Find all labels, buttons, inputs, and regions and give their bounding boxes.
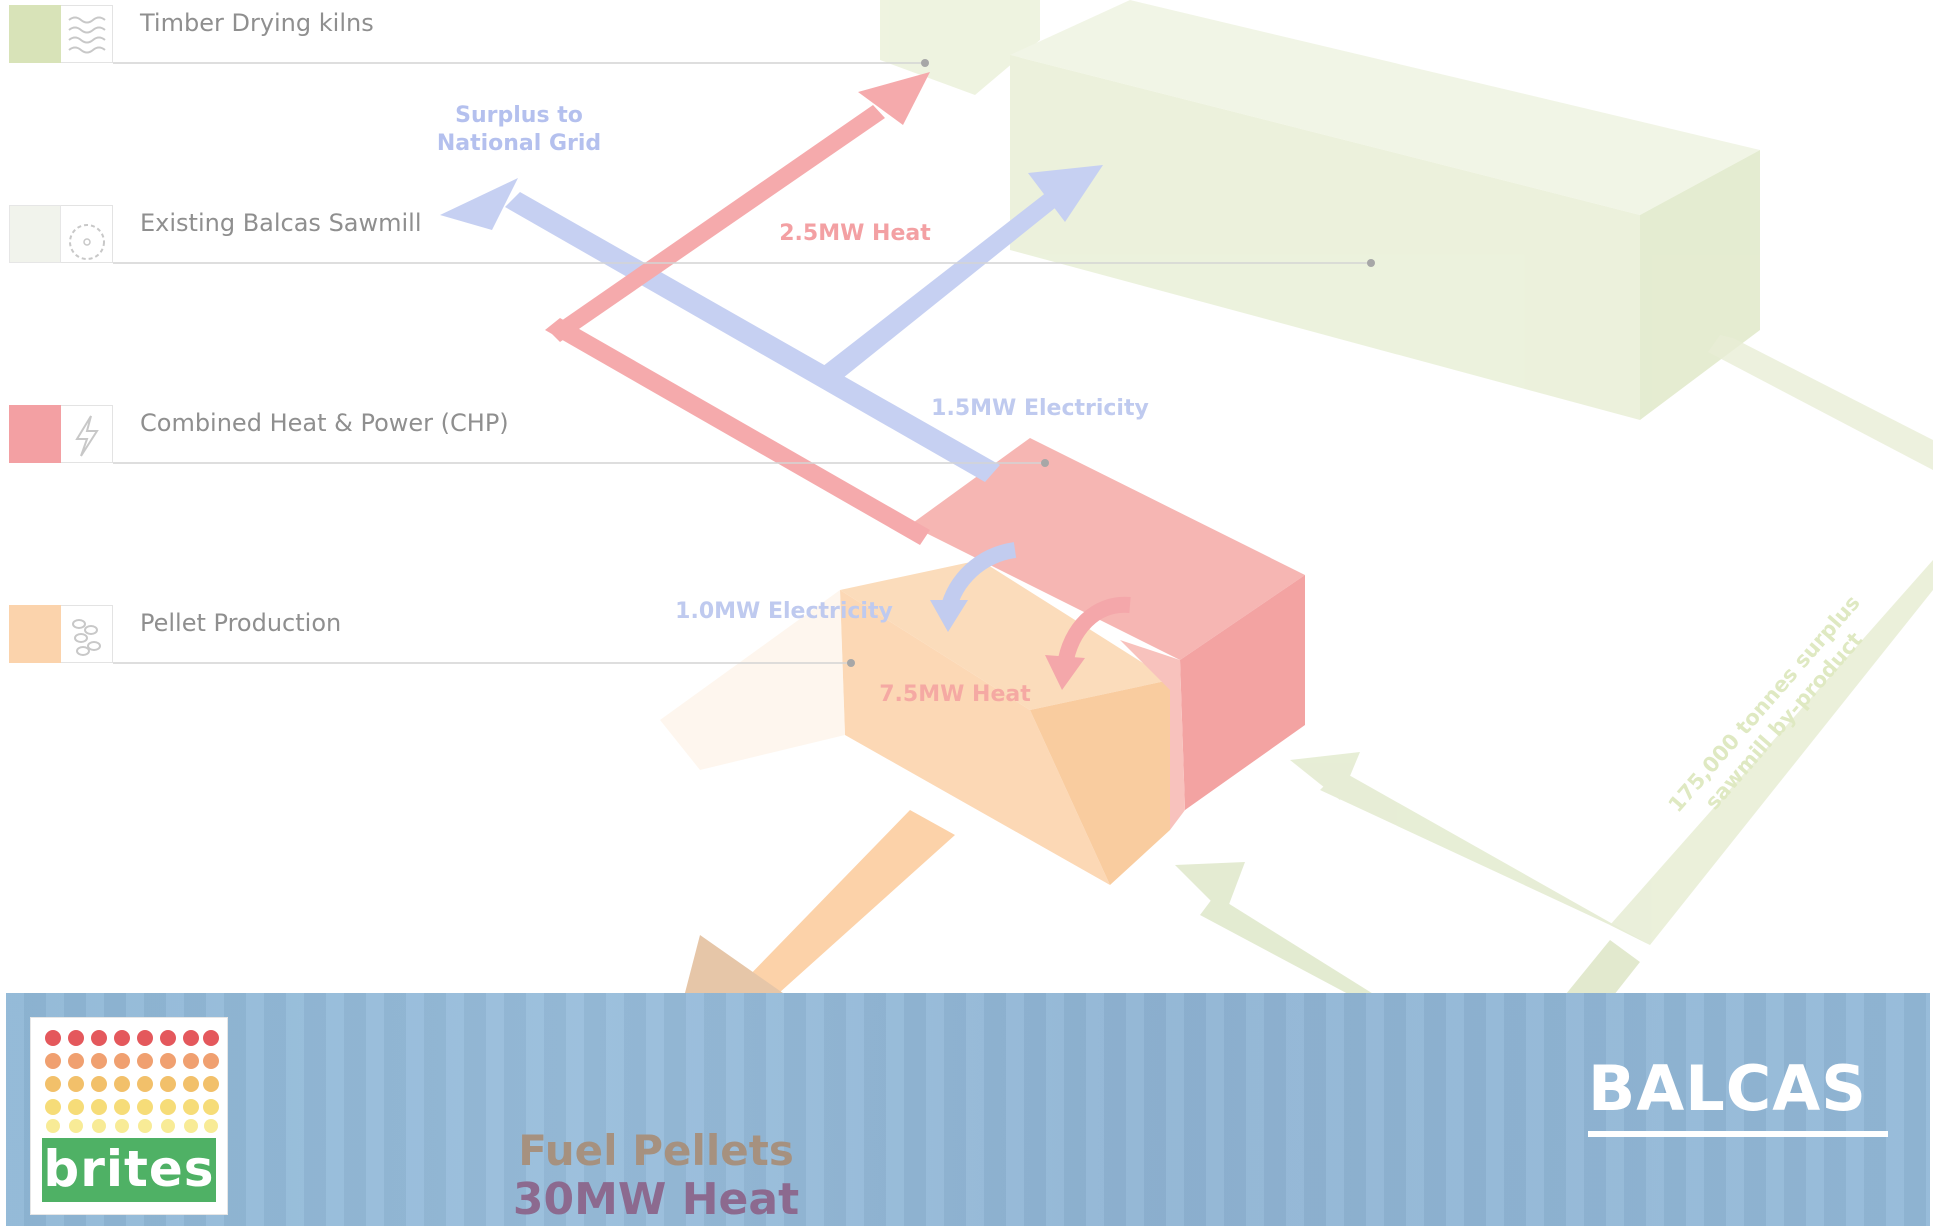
balcas-logo-underline bbox=[1588, 1131, 1888, 1137]
brites-dot-grid-icon bbox=[31, 1018, 227, 1138]
heat-to-pellet-label: 7.5MW Heat bbox=[879, 682, 1031, 707]
fuel-pellets-heat-label: 30MW Heat bbox=[506, 1175, 806, 1225]
fuel-pellets-label: Fuel Pellets bbox=[516, 1127, 796, 1175]
byproduct-label-line2: sawmill by-product bbox=[1700, 628, 1867, 815]
wavy-lines-icon bbox=[61, 5, 113, 63]
legend-label-kilns: Timber Drying kilns bbox=[140, 9, 374, 37]
saw-blade-icon bbox=[61, 205, 113, 263]
legend-swatch-pellet bbox=[9, 605, 61, 663]
legend-label-chp: Combined Heat & Power (CHP) bbox=[140, 409, 509, 437]
lightning-bolt-icon bbox=[61, 405, 113, 463]
legend-swatch-kilns bbox=[9, 5, 61, 63]
legend-item-sawmill: Existing Balcas Sawmill bbox=[9, 205, 1409, 265]
brites-logo: brites bbox=[30, 1017, 228, 1215]
legend-label-pellet: Pellet Production bbox=[140, 609, 341, 637]
balcas-logo: BALCAS bbox=[1588, 1053, 1888, 1133]
legend-item-timber-kilns: Timber Drying kilns bbox=[9, 5, 1409, 65]
byproduct-arrow-top bbox=[1708, 335, 1933, 470]
heat-arrows bbox=[545, 72, 930, 545]
legend-swatch-sawmill bbox=[9, 205, 61, 263]
legend-swatch-chp bbox=[9, 405, 61, 463]
footer-band: brites Fuel Pellets 30MW Heat BALCAS bbox=[6, 993, 1930, 1226]
legend-label-sawmill: Existing Balcas Sawmill bbox=[140, 209, 422, 237]
legend-item-chp: Combined Heat & Power (CHP) bbox=[9, 405, 1409, 465]
legend-item-pellet: Pellet Production bbox=[9, 605, 1409, 665]
surplus-grid-label-line2: National Grid bbox=[437, 131, 601, 156]
pellets-icon bbox=[61, 605, 113, 663]
brites-logo-word: brites bbox=[42, 1138, 216, 1202]
surplus-grid-label-line1: Surplus to bbox=[455, 103, 583, 128]
